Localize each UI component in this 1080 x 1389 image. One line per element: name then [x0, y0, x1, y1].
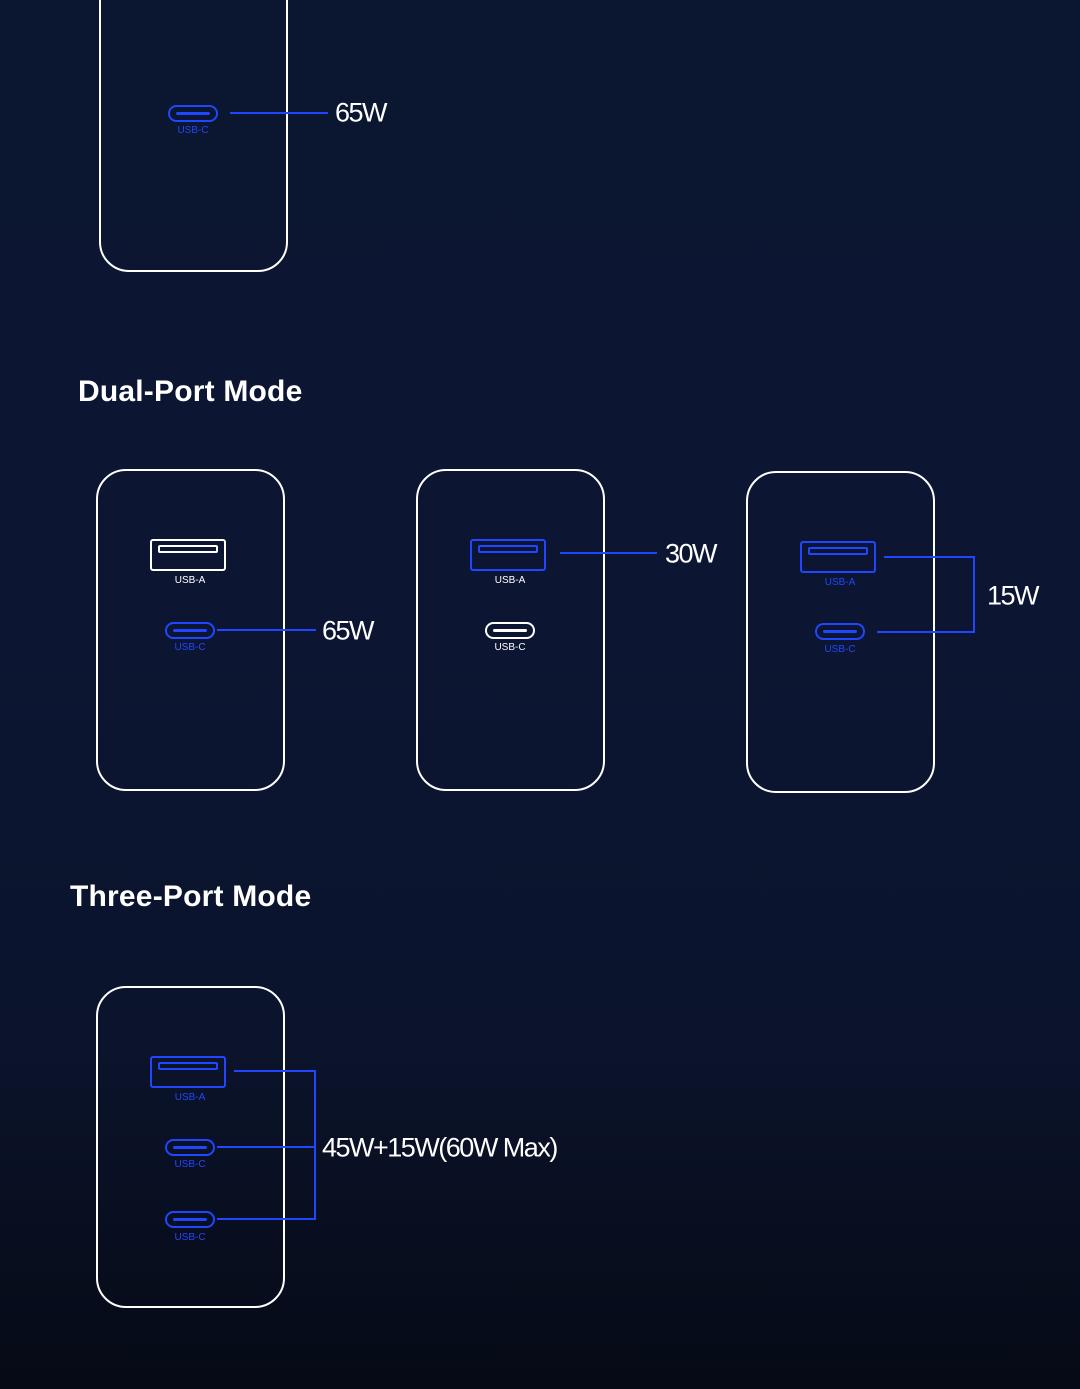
- usb-c-port-icon: [165, 1211, 215, 1228]
- connector-line: [560, 552, 657, 554]
- port-label: USB-C: [174, 1159, 206, 1170]
- usb-a-port-icon: [150, 539, 226, 571]
- usb-a-port-icon: [800, 541, 876, 573]
- bracket-line: [884, 556, 975, 558]
- watt-label: 65W: [335, 97, 388, 128]
- usb-c-port-icon: [815, 623, 865, 640]
- charger-dual-2: [416, 469, 605, 791]
- port-label: USB-C: [174, 1232, 206, 1243]
- watt-label: 30W: [665, 538, 718, 569]
- bracket-line: [973, 556, 975, 633]
- bracket-line: [217, 1218, 316, 1220]
- three-port-heading: Three-Port Mode: [70, 880, 312, 913]
- watt-label: 45W+15W(60W Max): [322, 1132, 558, 1163]
- usb-a-port-icon: [470, 539, 546, 571]
- usb-a-port-icon: [150, 1056, 226, 1088]
- bracket-line: [877, 631, 975, 633]
- bracket-line: [314, 1070, 316, 1220]
- connector-line: [230, 112, 328, 114]
- usb-c-port-icon: [165, 622, 215, 639]
- dual-port-heading: Dual-Port Mode: [78, 375, 303, 408]
- bracket-line: [217, 1146, 316, 1148]
- port-label: USB-A: [174, 575, 206, 586]
- port-label: USB-C: [174, 642, 206, 653]
- watt-label: 65W: [322, 615, 375, 646]
- port-label: USB-C: [177, 125, 209, 136]
- usb-c-port-icon: [485, 622, 535, 639]
- usb-c-port-icon: [165, 1139, 215, 1156]
- bracket-line: [234, 1070, 316, 1072]
- usb-c-port-icon: [168, 105, 218, 122]
- port-label: USB-A: [824, 577, 856, 588]
- port-label: USB-C: [824, 644, 856, 655]
- port-label: USB-A: [494, 575, 526, 586]
- charger-single-port: [99, 0, 288, 272]
- connector-line: [217, 629, 316, 631]
- watt-label: 15W: [987, 580, 1040, 611]
- port-label: USB-A: [174, 1092, 206, 1103]
- port-label: USB-C: [494, 642, 526, 653]
